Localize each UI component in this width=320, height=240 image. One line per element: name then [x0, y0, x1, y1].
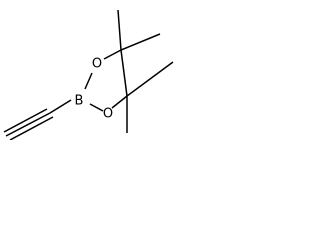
alkyne-line-middle — [5, 112, 51, 137]
bond-methyl-top-right — [120, 33, 161, 51]
bond-b-o-top — [84, 72, 93, 90]
atom-label-boron: B — [75, 94, 84, 109]
bond-o-top-c — [103, 49, 122, 60]
bond-alkyne-triple — [3, 108, 54, 140]
atom-label-oxygen-top: O — [92, 57, 102, 72]
bond-o-bottom-c — [111, 95, 128, 109]
pinacol-ethynylboronate-structure: B O O — [3, 9, 174, 140]
bond-methyl-bottom-right — [126, 61, 174, 97]
bond-ring-c-c — [120, 49, 128, 97]
bond-methyl-top-left — [117, 9, 122, 51]
bond-b-o-bottom — [89, 103, 104, 112]
alkyne-line-lower — [9, 116, 54, 140]
atom-label-oxygen-bottom: O — [103, 107, 113, 122]
bond-b-alkyne — [49, 99, 72, 114]
alkyne-line-upper — [3, 108, 48, 133]
